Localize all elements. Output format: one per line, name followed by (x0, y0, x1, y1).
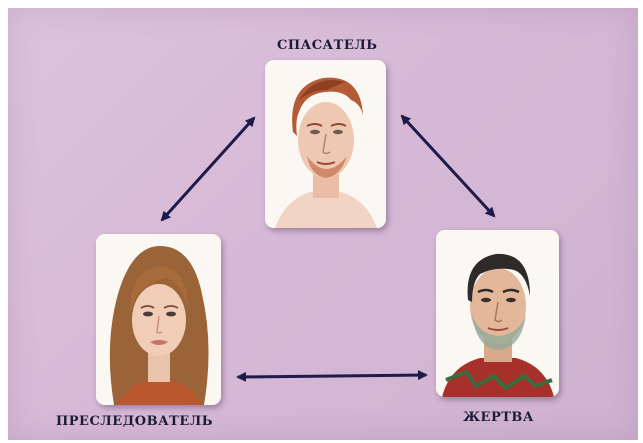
rescuer-label: СПАСАТЕЛЬ (277, 38, 378, 53)
victim-label: ЖЕРТВА (463, 410, 534, 425)
victim-card (436, 230, 559, 397)
rescuer-portrait (265, 60, 386, 228)
persecutor-portrait (96, 234, 221, 405)
rescuer-card (265, 60, 386, 228)
victim-portrait (436, 230, 559, 397)
persecutor-card (96, 234, 221, 405)
persecutor-label: ПРЕСЛЕДОВАТЕЛЬ (56, 414, 213, 429)
